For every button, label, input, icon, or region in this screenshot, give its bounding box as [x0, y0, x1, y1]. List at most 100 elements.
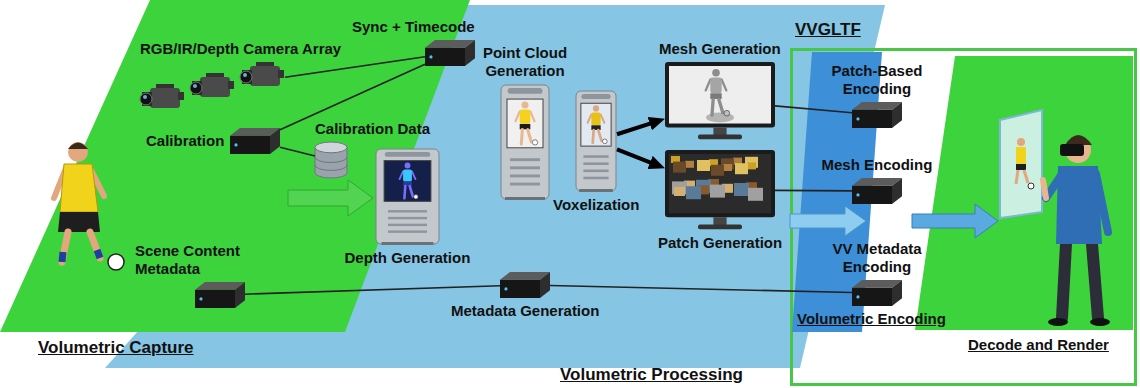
mon-icon — [712, 99, 713, 115]
tower-icon — [388, 230, 427, 232]
mon-icon — [706, 80, 711, 91]
soccer-player — [68, 143, 88, 150]
label-holder: RGB/IR/Depth Camera Array — [140, 40, 341, 58]
label-holder: VVGLTF — [795, 20, 861, 40]
metadata-box: Metadata Generation — [500, 272, 550, 298]
tower-icon — [583, 170, 608, 173]
box-icon — [892, 102, 902, 128]
box-icon — [852, 178, 902, 204]
mon-icon — [665, 150, 775, 217]
device-label: Point Cloud Generation — [475, 44, 575, 80]
mon-icon — [710, 185, 725, 198]
box-icon — [852, 288, 892, 306]
box-icon — [425, 40, 475, 66]
region-title: Volumetric Processing — [560, 365, 743, 385]
holographic-panel — [1016, 170, 1018, 184]
tower-icon — [410, 186, 413, 196]
mon-icon — [673, 162, 686, 173]
db-icon — [315, 157, 347, 162]
calibration-database: Calibration Data — [315, 142, 347, 178]
mesh-monitor: Mesh Generation — [665, 62, 775, 140]
holographic-panel — [1024, 170, 1028, 183]
tower-icon — [510, 183, 540, 186]
region-title: Volumetric Capture — [38, 338, 194, 358]
tower-icon — [588, 115, 592, 123]
tower-icon — [510, 158, 540, 161]
cams-icon — [140, 62, 285, 114]
cams-icon — [150, 88, 180, 108]
label-holder: Patch-Based Encoding — [827, 62, 927, 98]
label-holder: Calibration Data — [315, 120, 430, 138]
soccer-player — [108, 254, 124, 270]
device-label: Scene Content Metadata — [135, 242, 265, 278]
patch-encoder: Patch-Based Encoding — [852, 102, 902, 128]
label-holder: Depth Generation — [345, 249, 471, 267]
cams-icon — [190, 82, 202, 94]
soccer-player — [90, 232, 100, 258]
holographic-panel — [1016, 164, 1026, 170]
soccer-player — [62, 232, 68, 262]
soccer-player — [54, 142, 124, 270]
box-icon — [892, 178, 902, 204]
box-icon — [270, 128, 280, 154]
tower-icon — [583, 162, 608, 165]
mon-icon — [665, 150, 775, 230]
mon-icon — [748, 188, 763, 201]
box-icon — [230, 136, 270, 154]
vr-user — [1043, 135, 1110, 326]
box-icon — [892, 280, 902, 306]
voxel-server: Voxelization — [575, 90, 617, 192]
tower-icon — [412, 171, 416, 179]
box-icon — [856, 295, 859, 298]
mon-icon — [685, 161, 694, 168]
tower-icon — [384, 161, 431, 202]
mon-icon — [698, 224, 742, 229]
mon-icon — [712, 69, 720, 77]
device-label: Sync + Timecode — [352, 18, 475, 36]
tower-icon — [583, 177, 608, 180]
cams-icon — [143, 95, 147, 99]
point-cloud-server: Point Cloud Generation — [500, 84, 550, 200]
tower-icon — [532, 140, 537, 145]
region-shape — [915, 56, 1133, 330]
mon-icon — [711, 165, 724, 176]
region-title: Volumetric Encoding — [797, 310, 946, 328]
device-label: Calibration — [146, 132, 224, 150]
label-holder: Point Cloud Generation — [475, 44, 575, 80]
cams-icon — [193, 84, 197, 88]
tower-icon — [385, 152, 431, 157]
device-label: Metadata Generation — [451, 302, 599, 320]
device-label: Voxelization — [553, 196, 639, 214]
device-label: VV Metadata Encoding — [827, 240, 927, 276]
tower-icon — [593, 105, 599, 111]
tower-icon — [583, 155, 608, 158]
box-icon — [852, 280, 902, 306]
tower-icon — [598, 130, 601, 141]
label-holder: Voxelization — [553, 196, 639, 214]
holographic-panel — [1016, 147, 1026, 164]
tower-icon — [388, 217, 427, 219]
device-label: Patch-Based Encoding — [827, 62, 927, 98]
label-holder: Metadata Generation — [451, 302, 599, 320]
mon-icon — [674, 187, 685, 196]
cams-icon — [256, 62, 274, 66]
tower-icon — [505, 197, 545, 200]
mon-icon — [713, 217, 726, 225]
db-icon — [315, 142, 347, 153]
vr-user — [1092, 244, 1098, 318]
label-holder: Volumetric Capture — [38, 338, 194, 358]
label-holder: Scene Content Metadata — [135, 242, 265, 278]
tower-icon — [521, 101, 528, 108]
flow-arrow — [912, 204, 998, 238]
mon-icon — [710, 78, 721, 94]
flow-arrow — [617, 149, 656, 164]
db-icon — [315, 142, 347, 178]
db-icon — [315, 165, 347, 170]
tower-icon — [403, 169, 412, 181]
processing-region: Volumetric Processing Calibration DataDep… — [105, 5, 885, 388]
tower-icon — [603, 139, 608, 144]
connector-line — [280, 147, 315, 156]
